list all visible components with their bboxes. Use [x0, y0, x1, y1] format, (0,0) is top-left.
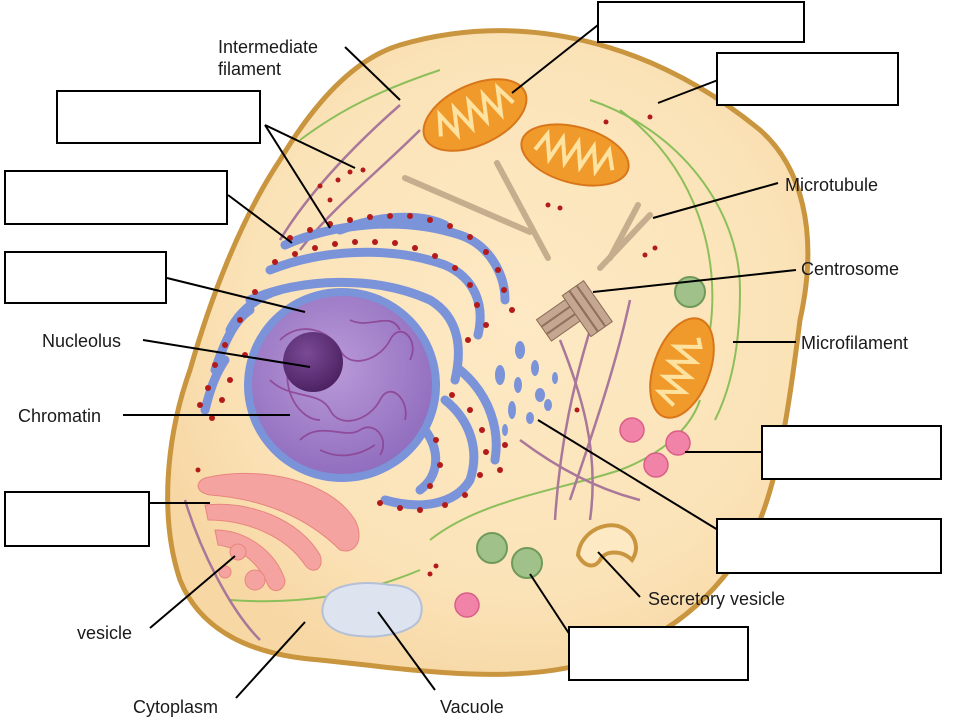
answer-box-golgi[interactable]	[4, 491, 150, 547]
nucleolus	[283, 332, 343, 392]
nucleus	[244, 288, 440, 482]
answer-box-rough-er[interactable]	[4, 170, 228, 225]
label-centrosome: Centrosome	[801, 259, 900, 279]
mitochondria	[422, 78, 715, 419]
free-ribosomes	[195, 114, 658, 577]
intermediate-filaments	[183, 104, 641, 641]
label-nucleolus: Nucleolus	[42, 331, 122, 351]
secretory-vesicle	[575, 523, 638, 568]
answer-box-cell-membrane[interactable]	[716, 52, 899, 106]
green-vesicles	[476, 276, 706, 579]
leader-lines	[123, 24, 797, 699]
microtubules	[402, 160, 653, 271]
answer-box-mitochondrion[interactable]	[597, 1, 805, 43]
label-vacuole: Vacuole	[440, 697, 504, 717]
smooth-er	[495, 341, 558, 436]
label-chromatin: Chromatin	[18, 406, 102, 426]
answer-box-ribosomes[interactable]	[56, 90, 261, 144]
centrosome	[535, 279, 613, 342]
label-intermediate-filament: Intermediate filament	[218, 37, 319, 79]
answer-box-lysosome[interactable]	[761, 425, 942, 480]
vacuole	[321, 582, 423, 638]
lysosomes	[454, 417, 691, 618]
label-cytoplasm: Cytoplasm	[133, 697, 219, 717]
ribosomes-on-er	[197, 213, 515, 513]
label-secretory-vesicle: Secretory vesicle	[648, 589, 786, 609]
answer-box-peroxisome[interactable]	[568, 626, 749, 681]
answer-box-smooth-er[interactable]	[716, 518, 942, 574]
golgi-apparatus	[197, 472, 360, 592]
answer-box-nucleus[interactable]	[4, 251, 167, 304]
label-microfilament: Microfilament	[801, 333, 909, 353]
label-vesicle: vesicle	[77, 623, 133, 643]
label-microtubule: Microtubule	[785, 175, 879, 195]
